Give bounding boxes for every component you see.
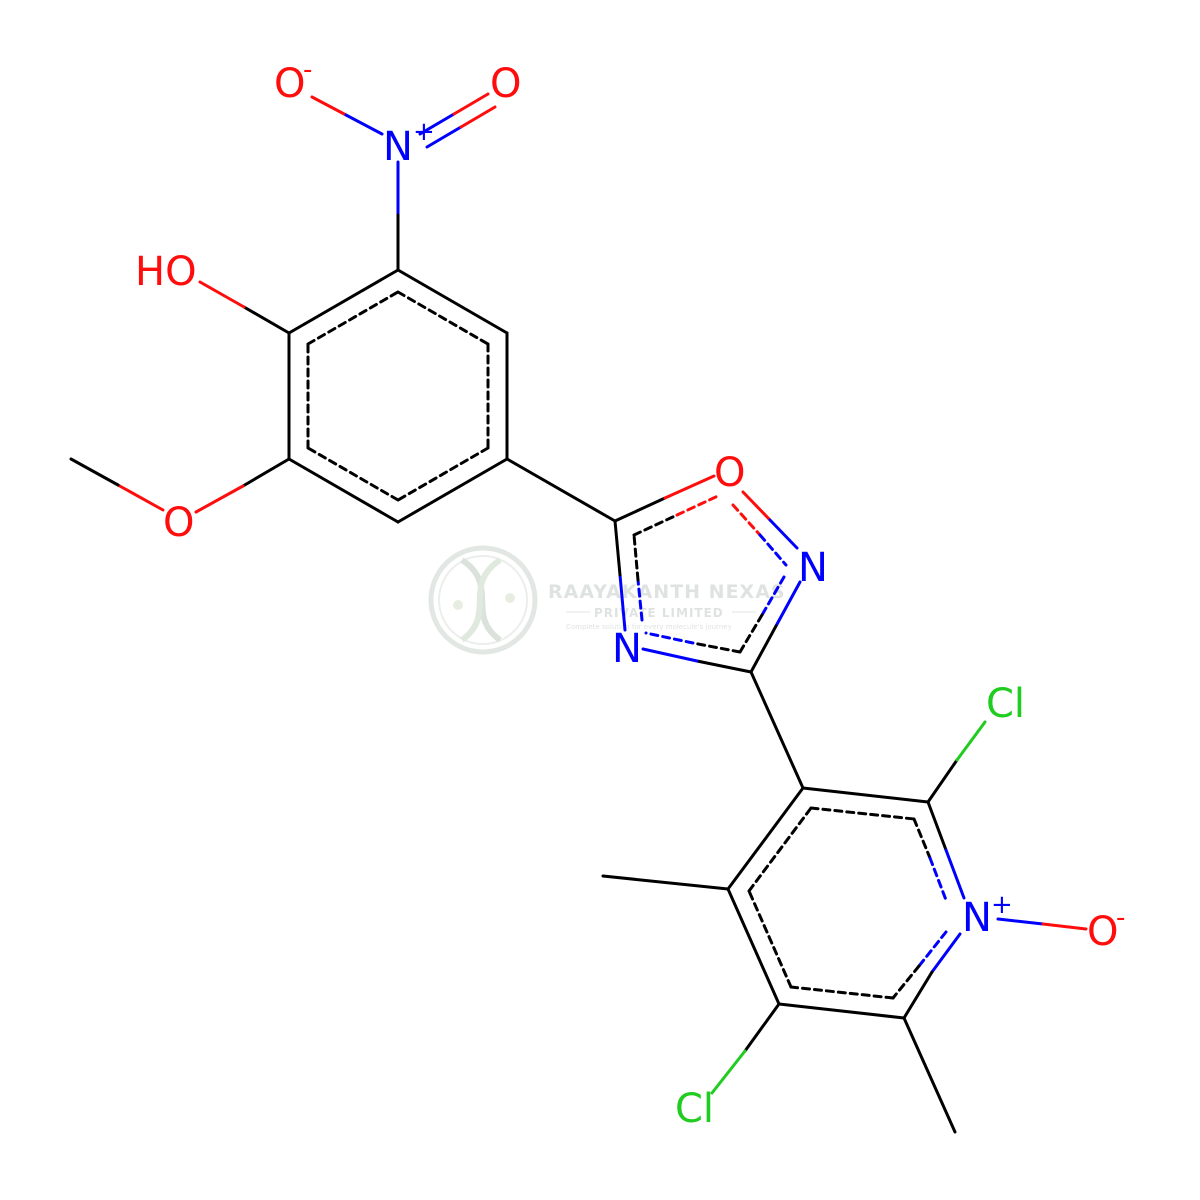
atom-oxadiazole-n2: N [798, 545, 828, 591]
charge-n-pyridine: + [991, 890, 1013, 920]
bond-n-oxide [996, 917, 1088, 931]
atom-methoxy-o: O [163, 500, 194, 546]
watermark-subtitle: PRIVATE LIMITED [594, 606, 724, 620]
atom-o-double-nitro: O [490, 61, 521, 107]
atom-oxadiazole-n4: N [612, 626, 642, 672]
bond-aryl-oxadiazole [505, 457, 617, 523]
benzene-ring [287, 268, 509, 524]
dna-logo-icon [428, 545, 538, 655]
bond-methyl-upper [601, 874, 730, 891]
charge-n-nitro: + [413, 117, 435, 147]
pyridine-ring [726, 786, 966, 1020]
atom-hydroxyl: HO [135, 249, 197, 295]
atom-n-pyridine: N [962, 895, 992, 941]
bond-methoxy [69, 457, 291, 514]
watermark: RAAYAKANTH NEXAS PRIVATE LIMITED Complet… [428, 545, 786, 655]
bond-oxadiazole-pyridine [749, 670, 805, 790]
atom-labels: O - O N + HO O O N N Cl N + O - Cl [135, 55, 1125, 1132]
atom-o-minus-nitro: O [274, 61, 305, 107]
oxadiazole-ring [613, 474, 802, 674]
bond-nitro-o-minus [310, 95, 384, 136]
bond-cl-lower [710, 1002, 781, 1095]
atom-cl-lower: Cl [675, 1086, 714, 1132]
bond-methyl-lower [902, 1016, 957, 1134]
charge-o-pyridine: - [1116, 903, 1125, 933]
atom-oxadiazole-o: O [714, 450, 745, 496]
bond-cl-upper [926, 720, 987, 804]
atom-o-pyridine: O [1087, 909, 1118, 955]
bond-hydroxyl [198, 280, 291, 335]
atom-cl-upper: Cl [986, 681, 1025, 727]
charge-o-minus-nitro: - [303, 55, 312, 85]
bonds [69, 92, 1088, 1134]
watermark-tagline: Complete solution for every molecule's j… [566, 623, 732, 631]
watermark-title: RAAYAKANTH NEXAS [548, 581, 786, 603]
atom-n-nitro: N [383, 124, 413, 170]
bond-nitro-o-double [418, 92, 497, 149]
